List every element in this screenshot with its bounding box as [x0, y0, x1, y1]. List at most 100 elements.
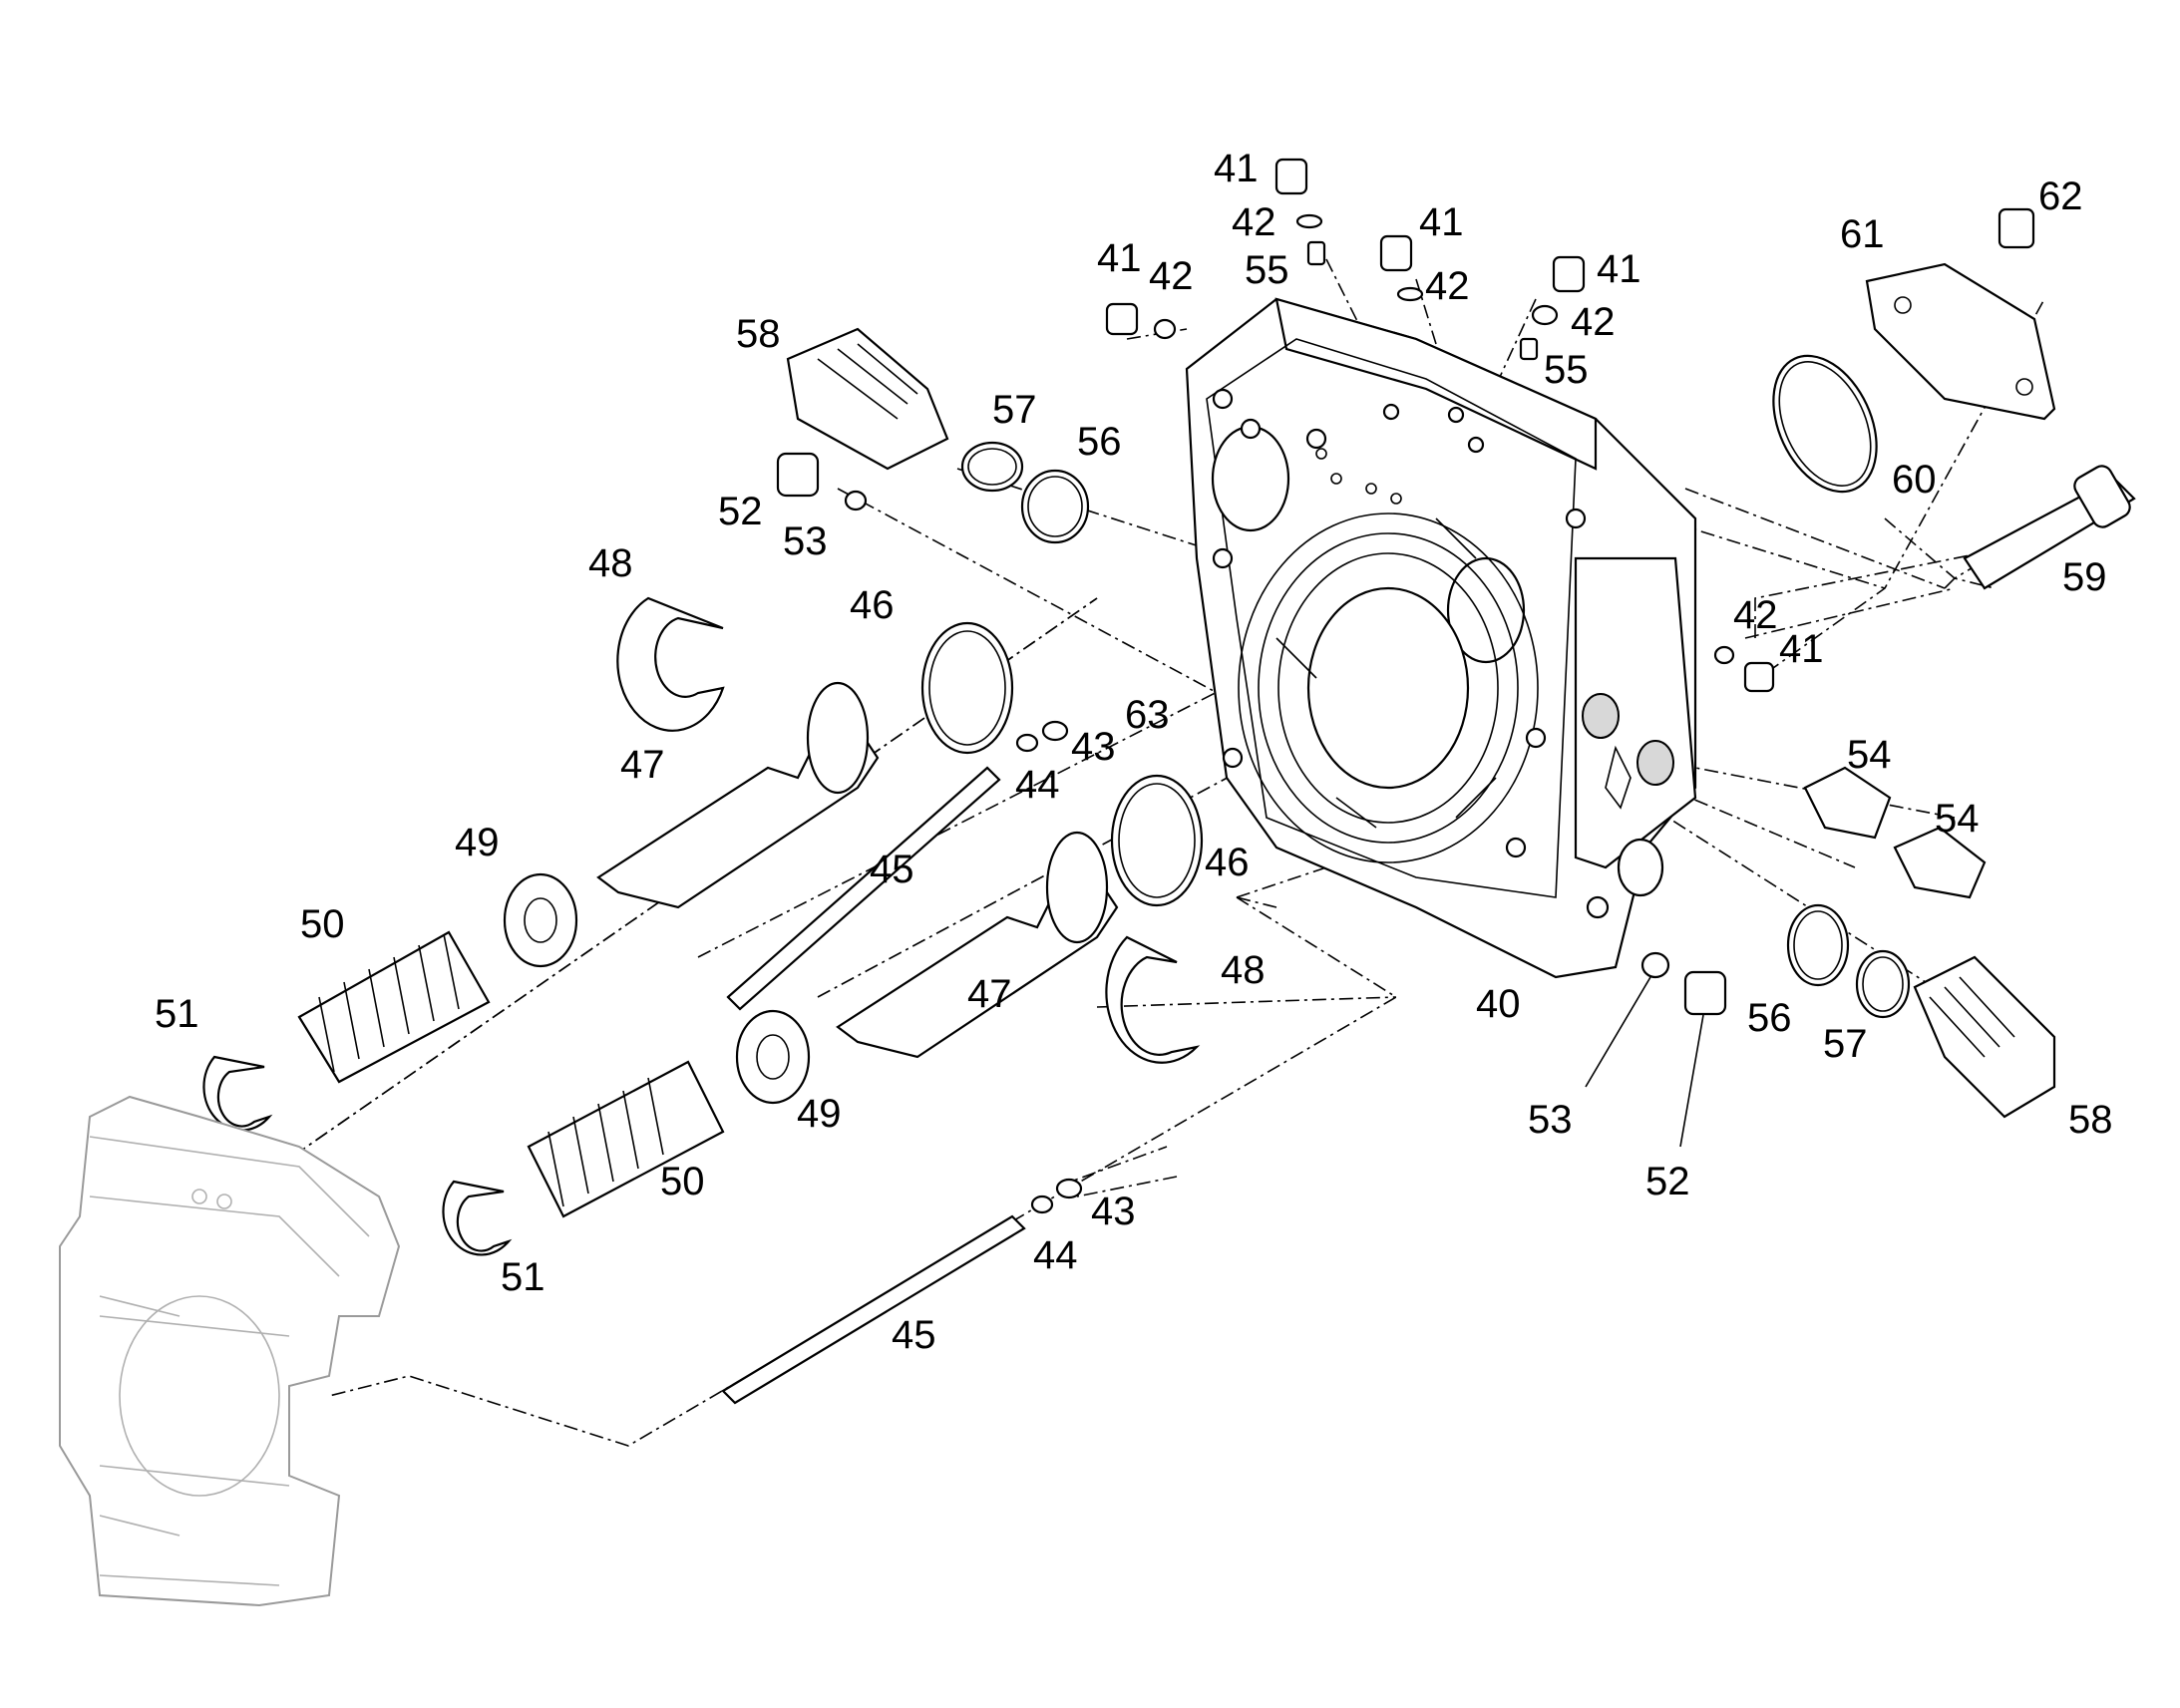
callout-41: 41 — [1214, 147, 1259, 190]
washer-44-a — [1015, 733, 1039, 753]
seal-53-b — [1640, 951, 1670, 979]
nipples-54 — [1803, 766, 1987, 899]
retainer-48-b — [1105, 935, 1201, 1064]
top-plugs — [1105, 158, 1775, 693]
washer-49-b — [735, 1009, 811, 1105]
callout-60: 60 — [1892, 458, 1937, 502]
callout-53: 53 — [1528, 1098, 1573, 1142]
callout-48: 48 — [588, 541, 633, 585]
callout-50: 50 — [660, 1160, 705, 1203]
callout-56: 56 — [1077, 420, 1122, 464]
callout-58: 58 — [2068, 1098, 2113, 1142]
callout-44: 44 — [1033, 1233, 1078, 1277]
ring-57-b — [1855, 949, 1911, 1019]
seal-46-b — [1110, 774, 1204, 907]
washer-49-a — [503, 872, 578, 968]
callout-43: 43 — [1071, 725, 1116, 769]
screw-62 — [1998, 207, 2035, 249]
callout-58: 58 — [736, 312, 781, 356]
seal-42-e — [1713, 645, 1735, 665]
ring-56-b — [1786, 903, 1850, 987]
callout-57: 57 — [1823, 1022, 1868, 1066]
callout-61: 61 — [1840, 212, 1885, 256]
callout-51: 51 — [501, 1255, 545, 1299]
callout-48: 48 — [1221, 948, 1266, 992]
callout-59: 59 — [2062, 555, 2107, 599]
callout-55: 55 — [1544, 348, 1589, 392]
nozzle-55-b — [1519, 337, 1539, 361]
relief-valve-upper — [786, 327, 1090, 544]
retainer-48-a — [616, 596, 725, 732]
spool-47-b — [836, 845, 1119, 1059]
callout-56: 56 — [1747, 996, 1792, 1040]
clip-51-a — [202, 1055, 273, 1132]
nut-43-b — [1055, 1178, 1083, 1199]
callout-52: 52 — [718, 490, 763, 533]
callout-62: 62 — [2038, 174, 2083, 218]
spool-set-upper — [202, 596, 1069, 1132]
callout-52: 52 — [1645, 1160, 1690, 1203]
callout-57: 57 — [992, 388, 1037, 432]
callout-41: 41 — [1097, 236, 1142, 280]
valve-58-b — [1913, 955, 2056, 1119]
cover-61 — [1865, 262, 2056, 421]
seal-42-d — [1153, 318, 1177, 340]
callout-41: 41 — [1779, 627, 1824, 671]
callout-42: 42 — [1149, 254, 1194, 298]
callout-51: 51 — [155, 992, 199, 1036]
callout-54: 54 — [1935, 797, 1980, 841]
callout-49: 49 — [797, 1092, 842, 1136]
callout-45: 45 — [892, 1313, 936, 1357]
callout-53: 53 — [783, 519, 828, 563]
callout-55: 55 — [1245, 248, 1289, 292]
callout-49: 49 — [455, 821, 500, 864]
callout-42: 42 — [1733, 593, 1778, 637]
callout-41: 41 — [1597, 247, 1641, 291]
callout-42: 42 — [1425, 264, 1470, 308]
plug-52-a — [776, 452, 820, 498]
spool-set-lower — [442, 774, 1204, 1405]
callout-47: 47 — [620, 743, 665, 787]
ring-56-a — [1020, 469, 1090, 544]
callout-43: 43 — [1091, 1190, 1136, 1233]
cover-assembly — [1772, 207, 2136, 590]
plugs-52-53 — [776, 452, 1727, 1016]
nipple-54-b — [1893, 826, 1987, 899]
callout-46: 46 — [1205, 841, 1250, 884]
seal-53-a — [844, 490, 868, 512]
spool-47-a — [596, 695, 880, 909]
port-right-upper — [1446, 556, 1526, 664]
bore-main — [1306, 586, 1470, 790]
spring-50-b — [527, 1060, 725, 1218]
valve-58-a — [786, 327, 949, 471]
callout-47: 47 — [967, 972, 1012, 1016]
seal-42-c — [1531, 304, 1559, 326]
ghost-swash-block — [59, 1095, 401, 1607]
callout-54: 54 — [1847, 733, 1892, 777]
callout-41: 41 — [1419, 200, 1464, 244]
callout-45: 45 — [870, 848, 914, 891]
nut-43-a — [1041, 720, 1069, 742]
plug-41-a — [1274, 158, 1308, 195]
spring-50-a — [297, 930, 491, 1084]
pin-45-b — [721, 1214, 1026, 1405]
callout-50: 50 — [300, 902, 345, 946]
plug-41-c — [1552, 255, 1586, 293]
callout-42: 42 — [1571, 300, 1616, 344]
seal-42-a — [1295, 213, 1323, 229]
callout-42: 42 — [1232, 200, 1276, 244]
nozzle-55-a — [1306, 240, 1326, 266]
leader-lines — [1585, 976, 1704, 1148]
callout-40: 40 — [1476, 982, 1521, 1026]
port-left-upper — [1211, 425, 1290, 532]
callout-46: 46 — [850, 583, 895, 627]
seal-42-b — [1396, 286, 1424, 302]
callout-44: 44 — [1015, 763, 1060, 807]
washer-44-b — [1030, 1195, 1054, 1214]
callout-63: 63 — [1125, 693, 1170, 737]
callout-labels: 40 41 41 41 41 41 42 42 42 42 42 43 43 4… — [155, 147, 2113, 1357]
housing-40 — [1185, 297, 1697, 979]
seal-46-a — [920, 621, 1014, 755]
